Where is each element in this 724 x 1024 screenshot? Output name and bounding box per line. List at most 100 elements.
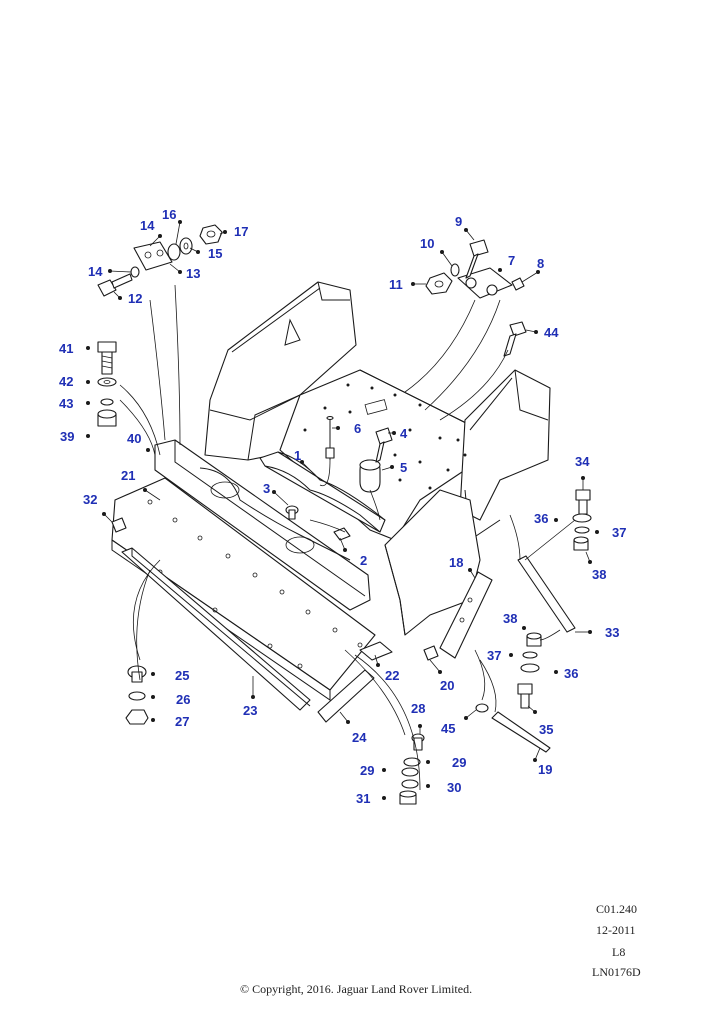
washer-36-lower [520,663,540,673]
nut-17 [199,224,223,245]
clip-nut-27 [125,709,149,725]
callout-22[interactable]: 22 [385,668,399,683]
nut-38-upper [573,536,589,551]
washer-30 [401,779,419,789]
callout-28[interactable]: 28 [411,701,425,716]
washer-14 [130,266,140,278]
callout-36b[interactable]: 36 [564,666,578,681]
callout-2[interactable]: 2 [360,553,367,568]
bolt-12 [97,273,133,297]
screw-25 [127,665,147,683]
callout-12[interactable]: 12 [128,291,142,306]
callout-7[interactable]: 7 [508,253,515,268]
callout-25[interactable]: 25 [175,668,189,683]
callout-32[interactable]: 32 [83,492,97,507]
callout-24[interactable]: 24 [352,730,367,745]
callout-37b[interactable]: 37 [487,648,501,663]
bolt-9 [465,239,489,279]
diagram-date: 12-2011 [596,923,636,937]
callout-33[interactable]: 33 [605,625,619,640]
callout-1[interactable]: 1 [294,448,301,463]
washer-45 [475,703,489,713]
callout-41[interactable]: 41 [59,341,73,356]
washer-26 [128,691,146,701]
callout-43[interactable]: 43 [59,396,73,411]
callout-29a[interactable]: 29 [360,763,374,778]
callout-8[interactable]: 8 [537,256,544,271]
callout-20[interactable]: 20 [440,678,454,693]
callout-11[interactable]: 11 [389,277,403,292]
callout-26[interactable]: 26 [176,692,190,707]
stud-8 [511,277,525,291]
strip-23 [121,547,311,711]
washer-36-upper [572,513,592,523]
callout-21[interactable]: 21 [121,468,135,483]
callout-3[interactable]: 3 [263,481,270,496]
washer-29 [401,757,421,777]
copyright-notice: © Copyright, 2016. Jaguar Land Rover Lim… [240,982,473,996]
washer-37-upper [574,526,590,534]
callout-45[interactable]: 45 [441,721,455,736]
washer-16 [167,243,181,261]
callout-34[interactable]: 34 [575,454,590,469]
bracket-18 [439,571,493,659]
screw-3 [285,505,299,520]
callout-15[interactable]: 15 [208,246,222,261]
callout-13[interactable]: 13 [186,266,200,281]
diagram-code: LN0176D [592,965,641,979]
bolt-34 [575,489,591,515]
callout-37a[interactable]: 37 [612,525,626,540]
callout-44[interactable]: 44 [544,325,559,340]
callout-29b[interactable]: 29 [452,755,466,770]
callout-35[interactable]: 35 [539,722,553,737]
washer-43 [100,398,114,406]
clip-2 [333,527,351,541]
nut-39 [97,409,117,427]
callout-39[interactable]: 39 [60,429,74,444]
clip-20 [423,645,439,661]
diagram-page: L8 [612,945,626,959]
plate-holes [147,499,363,669]
callout-38a[interactable]: 38 [592,567,606,582]
callout-4[interactable]: 4 [400,426,408,441]
strip-24 [317,669,375,723]
callout-19[interactable]: 19 [538,762,552,777]
callout-14a[interactable]: 14 [140,218,155,233]
floor-plate-21 [111,477,376,701]
callout-14b[interactable]: 14 [88,264,103,279]
callout-40[interactable]: 40 [127,431,141,446]
bolt-4 [375,427,393,463]
callout-31[interactable]: 31 [356,791,370,806]
callout-27[interactable]: 27 [175,714,189,729]
callout-pointers [86,220,599,800]
callout-17[interactable]: 17 [234,224,248,239]
callout-30[interactable]: 30 [447,780,461,795]
washer-37-lower [522,651,538,659]
callout-6[interactable]: 6 [354,421,361,436]
callout-38b[interactable]: 38 [503,611,517,626]
callout-9[interactable]: 9 [455,214,462,229]
callout-10[interactable]: 10 [420,236,434,251]
bracket-plate-13 [133,241,173,271]
bolt-44 [503,321,527,357]
callout-labels: 1 2 3 4 5 6 7 8 9 10 11 12 13 14 14 15 1… [59,207,626,806]
callout-42[interactable]: 42 [59,374,73,389]
callout-23[interactable]: 23 [243,703,257,718]
strip-22 [359,641,393,661]
bush-5 [359,459,381,493]
bolt-41 [97,341,117,375]
nut-11 [425,272,453,295]
callout-36a[interactable]: 36 [534,511,548,526]
channel-rail-1 [259,451,386,533]
bracket-7 [457,267,513,299]
pin-6 [325,415,335,460]
leader-lines [119,284,576,791]
rod-19 [491,711,551,753]
callout-16[interactable]: 16 [162,207,176,222]
bolt-28 [411,733,425,751]
nut-31 [399,790,417,805]
bolt-35 [517,683,533,709]
callout-5[interactable]: 5 [400,460,407,475]
callout-18[interactable]: 18 [449,555,463,570]
